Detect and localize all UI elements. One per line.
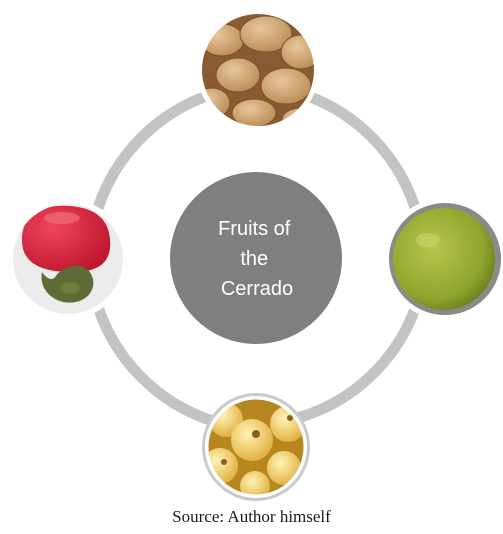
center-line-1: Fruits of bbox=[218, 218, 291, 240]
source-caption: Source: Author himself bbox=[0, 507, 503, 527]
seeds-photo bbox=[194, 8, 321, 132]
green-fruit-photo bbox=[384, 198, 503, 320]
center-line-2: the bbox=[240, 248, 268, 270]
cycle-diagram: Fruits of the Cerrado bbox=[0, 0, 503, 505]
yellow-berries-photo bbox=[202, 393, 310, 501]
cashew-photo bbox=[8, 199, 128, 319]
center-line-3: Cerrado bbox=[221, 278, 293, 300]
